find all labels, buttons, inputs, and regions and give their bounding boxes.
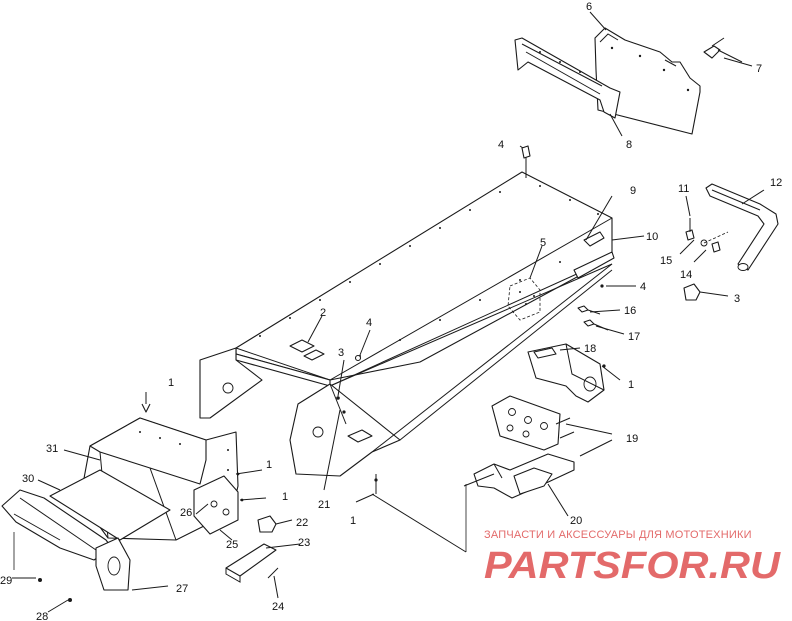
watermark: ЗАПЧАСТИ И АКСЕССУАРЫ ДЛЯ МОТОТЕХНИКИ PA… [484, 529, 782, 587]
watermark-logo: PARTSFOR.RU [484, 545, 782, 587]
callout-5: 5 [540, 237, 546, 249]
callout-18: 18 [584, 343, 596, 355]
callout-12: 12 [770, 177, 782, 189]
callout-1: 1 [628, 379, 634, 391]
mounting-bar-part-8 [514, 37, 621, 119]
callout-22: 22 [296, 517, 308, 529]
side-plate-parts-25-26 [193, 475, 239, 535]
bracket-part-19 [491, 395, 575, 451]
bumper-handle-part-12 [705, 183, 779, 271]
callout-24: 24 [272, 601, 284, 613]
callout-7: 7 [756, 63, 762, 75]
callout-9: 9 [630, 185, 636, 197]
callout-29: 29 [0, 575, 12, 587]
callout-23: 23 [298, 537, 310, 549]
callout-25: 25 [226, 539, 238, 551]
callout-31: 31 [46, 443, 58, 455]
plate-part-20 [463, 453, 575, 499]
callout-1: 1 [350, 515, 356, 527]
callout-28: 28 [36, 611, 48, 621]
callout-17: 17 [628, 331, 640, 343]
callout-16: 16 [624, 305, 636, 317]
callout-30: 30 [22, 473, 34, 485]
handle-hardware [683, 218, 729, 301]
bracket-part-18 [527, 343, 605, 403]
callout-14: 14 [680, 269, 692, 281]
callout-15: 15 [660, 255, 672, 267]
callout-4: 4 [640, 281, 646, 293]
tunnel-side-rail-part-10 [329, 231, 615, 387]
callout-1: 1 [266, 459, 272, 471]
callout-19: 19 [626, 433, 638, 445]
bracket-part-23 [225, 543, 279, 583]
leader-lines [12, 11, 765, 613]
rear-connector-part-7 [703, 37, 743, 63]
callout-1: 1 [282, 491, 288, 503]
callout-26: 26 [180, 507, 192, 519]
bolts-parts-16-17 [577, 284, 609, 331]
rear-plate-part-6 [594, 27, 701, 135]
callout-8: 8 [626, 139, 632, 151]
callout-27: 27 [176, 583, 188, 595]
callout-6: 6 [586, 1, 592, 13]
front-plate-part-27 [95, 537, 131, 591]
grommet-part-22 [257, 515, 277, 533]
callout-3: 3 [734, 293, 740, 305]
tunnel-main-part-9 [199, 171, 613, 419]
callout-10: 10 [646, 231, 658, 243]
tunnel-gusset-plate [289, 263, 613, 477]
callout-4: 4 [366, 317, 372, 329]
callout-4: 4 [498, 139, 504, 151]
callout-20: 20 [570, 515, 582, 527]
callout-2: 2 [320, 307, 326, 319]
callout-1: 1 [168, 377, 174, 389]
callout-21: 21 [318, 499, 330, 511]
callout-3: 3 [338, 347, 344, 359]
watermark-tagline: ЗАПЧАСТИ И АКСЕССУАРЫ ДЛЯ МОТОТЕХНИКИ [484, 529, 752, 541]
callout-11: 11 [678, 183, 689, 195]
